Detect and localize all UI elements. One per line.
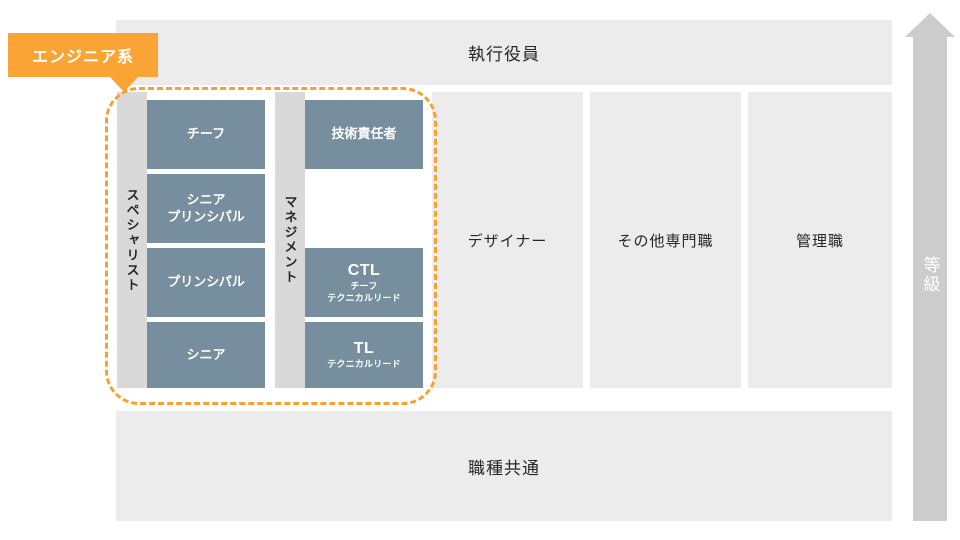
grade-axis-label: 等級 (905, 240, 955, 310)
track-specialist-label: スペシャリスト (117, 92, 147, 388)
band-common-label: 職種共通 (468, 458, 540, 478)
track-management-label: マネジメント (275, 92, 305, 388)
band-executive: 執行役員 (116, 20, 892, 85)
grade-axis-label-text: 等級 (920, 256, 940, 294)
column-designer[interactable]: デザイナー (432, 92, 583, 388)
track-management-label-text: マネジメント (282, 195, 298, 285)
column-manager-label: 管理職 (795, 232, 844, 250)
rank-box-senior[interactable]: シニア (147, 322, 265, 388)
rank-box-chief[interactable]: チーフ (147, 100, 265, 169)
rank-box-tl-label: TL (353, 340, 375, 358)
rank-box-principal[interactable]: プリンシパル (147, 248, 265, 317)
column-other-specialist-label: その他専門職 (617, 232, 714, 250)
column-other-specialist[interactable]: その他専門職 (590, 92, 741, 388)
rank-box-senior-principal-label: シニア プリンシパル (167, 192, 245, 224)
rank-box-ctl[interactable]: CTL チーフ テクニカルリード (305, 248, 423, 317)
track-management (275, 92, 305, 388)
triangle-down-icon (110, 77, 138, 92)
rank-box-tl-sublabel: テクニカルリード (327, 359, 401, 370)
rank-box-senior-principal[interactable]: シニア プリンシパル (147, 174, 265, 243)
rank-box-tech-lead-officer-label: 技術責任者 (331, 126, 397, 142)
rank-box-tl[interactable]: TL テクニカルリード (305, 322, 423, 388)
band-executive-label: 執行役員 (468, 45, 540, 64)
rank-box-senior-label: シニア (186, 346, 226, 362)
rank-box-ctl-sublabel: チーフ テクニカルリード (327, 281, 401, 303)
rank-box-principal-label: プリンシパル (167, 274, 245, 290)
up-arrow-icon (905, 13, 955, 521)
rank-box-tech-lead-officer[interactable]: 技術責任者 (305, 100, 423, 169)
track-specialist (117, 92, 147, 388)
track-specialist-label-text: スペシャリスト (124, 187, 140, 293)
engineer-callout-label: エンジニア系 (31, 49, 134, 66)
rank-box-chief-label: チーフ (186, 126, 226, 142)
rank-box-ctl-label: CTL (347, 262, 381, 280)
band-common: 職種共通 (116, 411, 892, 521)
column-manager[interactable]: 管理職 (748, 92, 892, 388)
engineer-callout[interactable]: エンジニア系 (8, 33, 158, 77)
column-designer-label: デザイナー (467, 232, 548, 250)
